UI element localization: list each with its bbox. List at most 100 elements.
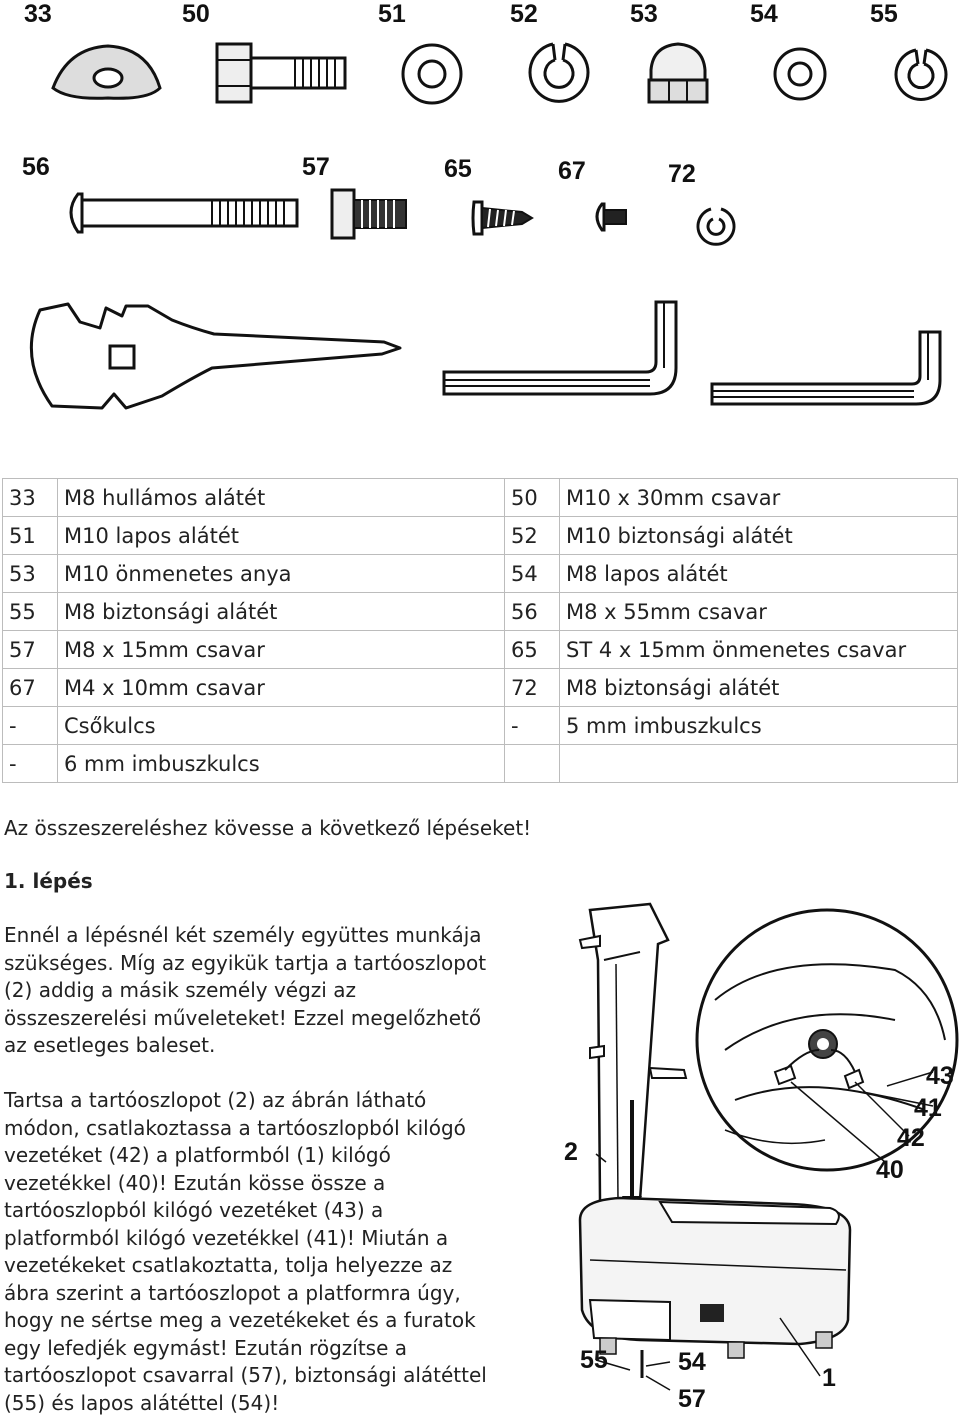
flat-washer-m10-icon: [401, 43, 463, 105]
text-line: (55) és lapos alátéttel (54)!: [4, 1390, 280, 1415]
label-55: 55: [870, 0, 898, 28]
label-56: 56: [22, 153, 50, 181]
part-name-cell: [559, 744, 958, 783]
text-line: (2) addig a másik személy végzi az: [4, 978, 356, 1002]
text-line: platformból kilógó vezetékkel (41)! Miut…: [4, 1225, 449, 1250]
text-line: Ennél a lépésnél két személy együttes mu…: [4, 923, 482, 947]
label-65: 65: [444, 155, 472, 183]
flat-washer-m8-icon: [773, 47, 827, 101]
part-name-cell: Csőkulcs: [57, 706, 505, 745]
text-line: Tartsa a tartóoszlopot (2) az ábrán láth…: [4, 1088, 427, 1112]
part-number-cell: 54: [504, 554, 560, 593]
hex-key-5mm-icon: [442, 300, 678, 396]
wire-detail-circle: [695, 908, 959, 1172]
text-line: szükséges. Míg az egyikük tartja a tartó…: [4, 950, 487, 975]
text-line: módon, csatlakoztassa a tartóoszlopból k…: [4, 1115, 466, 1140]
part-name-cell: M8 lapos alátét: [559, 554, 958, 593]
text-line: hogy ne sértse meg a vezetékeket és a fu…: [4, 1308, 476, 1332]
label-57-diagram: 57: [678, 1385, 706, 1413]
part-number-cell: 33: [2, 478, 58, 517]
label-54-diagram: 54: [678, 1348, 706, 1376]
part-number-cell: 57: [2, 630, 58, 669]
bolt-m8x15-icon: [330, 188, 407, 240]
bolt-m10-icon: [215, 42, 347, 104]
part-name-cell: M10 biztonsági alátét: [559, 516, 958, 555]
label-52: 52: [510, 0, 538, 28]
label-72: 72: [668, 160, 696, 188]
part-name-cell: M8 hullámos alátét: [57, 478, 505, 517]
label-1: 1: [822, 1364, 836, 1392]
label-53: 53: [630, 0, 658, 28]
label-42: 42: [897, 1124, 925, 1152]
text-line: ábra szerint a tartóoszlopot a platformr…: [4, 1280, 461, 1305]
text-line: vezetéket (42) a platformból (1) kilógó: [4, 1143, 391, 1167]
part-number-cell: 72: [504, 668, 560, 707]
part-name-cell: M10 x 30mm csavar: [559, 478, 958, 517]
assembly-drawing: [578, 902, 852, 1391]
part-name-cell: 5 mm imbuszkulcs: [559, 706, 958, 745]
part-name-cell: M4 x 10mm csavar: [57, 668, 505, 707]
label-2: 2: [564, 1138, 578, 1166]
part-number-cell: 52: [504, 516, 560, 555]
paragraph-1: Ennél a lépésnél két személy együttes mu…: [4, 922, 486, 1060]
label-41: 41: [914, 1094, 942, 1122]
part-name-cell: ST 4 x 15mm önmenetes csavar: [559, 630, 958, 669]
part-number-cell: -: [504, 706, 560, 745]
self-tapping-screw-icon: [471, 200, 534, 236]
label-55-diagram: 55: [580, 1346, 608, 1374]
intro-text: Az összeszereléshez kövesse a következő …: [4, 816, 532, 840]
lock-washer-m10-icon: [528, 42, 590, 103]
label-33: 33: [24, 0, 52, 28]
screw-m4-icon: [595, 202, 627, 232]
part-number-cell: 53: [2, 554, 58, 593]
part-number-cell: -: [2, 706, 58, 745]
text-line: tartóoszlopból kilógó vezetéket (43) a: [4, 1198, 384, 1222]
part-name-cell: M8 biztonsági alátét: [559, 668, 958, 707]
part-name-cell: M10 önmenetes anya: [57, 554, 505, 593]
part-number-cell: 67: [2, 668, 58, 707]
part-number-cell: 51: [2, 516, 58, 555]
label-57: 57: [302, 153, 330, 181]
part-number-cell: 50: [504, 478, 560, 517]
label-40: 40: [876, 1156, 904, 1184]
text-line: egy lefedjék egymást! Ezután rögzítse a: [4, 1335, 407, 1360]
part-name-cell: M8 biztonsági alátét: [57, 592, 505, 631]
paragraph-2: Tartsa a tartóoszlopot (2) az ábrán láth…: [4, 1087, 487, 1417]
bolt-m8x55-icon: [69, 192, 299, 234]
text-line: az esetleges baleset.: [4, 1033, 216, 1057]
label-50: 50: [182, 0, 210, 28]
socket-wrench-icon: [29, 302, 402, 410]
wave-washer-icon: [51, 44, 162, 100]
part-number-cell: 55: [2, 592, 58, 631]
label-43: 43: [926, 1062, 954, 1090]
label-51: 51: [378, 0, 406, 28]
hex-key-6mm-icon: [710, 330, 942, 406]
step-title: 1. lépés: [4, 869, 93, 893]
part-number-cell: -: [2, 744, 58, 783]
text-line: összeszerelési műveleteket! Ezzel megelő…: [4, 1005, 482, 1030]
part-number-cell: 56: [504, 592, 560, 631]
text-line: tartóoszlopot csavarral (57), biztonsági…: [4, 1363, 487, 1387]
part-number-cell: [504, 744, 560, 783]
lock-washer-72-icon: [696, 207, 736, 246]
part-name-cell: 6 mm imbuszkulcs: [57, 744, 505, 783]
part-name-cell: M10 lapos alátét: [57, 516, 505, 555]
parts-table-row: -6 mm imbuszkulcs: [2, 744, 958, 783]
cap-nut-icon: [647, 42, 709, 104]
label-54: 54: [750, 0, 778, 28]
text-line: vezetékkel (40)! Ezután kösse össze a: [4, 1170, 386, 1195]
lock-washer-m8-icon: [894, 48, 948, 101]
part-number-cell: 65: [504, 630, 560, 669]
text-line: vezetékeket csatlakoztatta, tolja helyez…: [4, 1253, 453, 1277]
parts-table-row: -Csőkulcs-5 mm imbuszkulcs: [2, 706, 958, 745]
part-name-cell: M8 x 55mm csavar: [559, 592, 958, 631]
label-67: 67: [558, 157, 586, 185]
part-name-cell: M8 x 15mm csavar: [57, 630, 505, 669]
